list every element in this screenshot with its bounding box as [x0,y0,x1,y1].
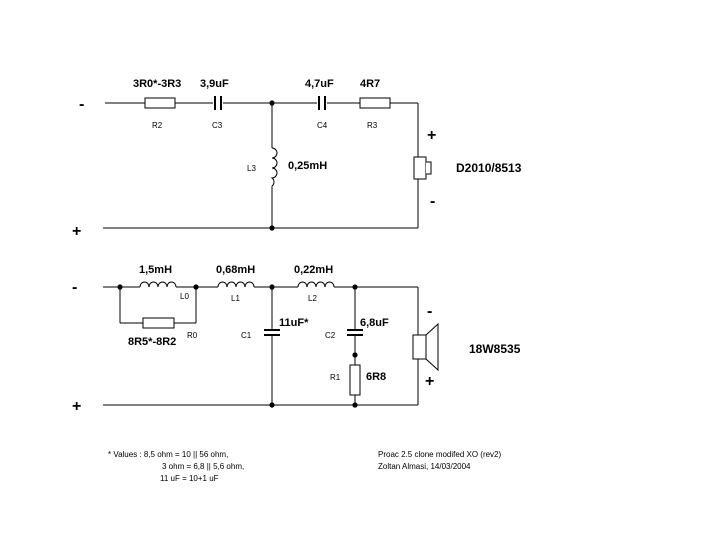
r2-resistor [144,97,176,109]
r1-ref: R1 [330,373,341,382]
tweeter-driver-plus: + [427,127,436,144]
r2-ref: R2 [152,121,163,130]
woofer-driver-label: 18W8535 [469,342,521,356]
c4-value: 4,7uF [305,78,334,90]
r3-ref: R3 [367,121,378,130]
junction-dot [352,402,358,408]
l0-inductor [139,279,177,288]
r0-ref: R0 [187,331,198,340]
c3-value: 3,9uF [200,78,229,90]
l3-ref: L3 [247,164,256,173]
title-note-line2: Zoltan Almasi, 14/03/2004 [378,462,471,471]
woofer-input-plus: + [72,398,81,415]
woofer-driver-minus: - [427,303,432,320]
junction-dot [269,225,275,231]
values-note-line3: 11 uF = 10+1 uF [160,474,219,483]
l0-value: 1,5mH [139,264,172,276]
junction-dot [269,402,275,408]
r2-value: 3R0*-3R3 [133,78,181,90]
l3-value: 0,25mH [288,160,327,172]
junction-dot [352,352,358,358]
l1-value: 0,68mH [216,264,255,276]
junction-dot [193,284,199,290]
l2-inductor [297,279,335,288]
l0-ref: L0 [180,292,189,301]
c1-value: 11uF* [279,317,309,329]
l1-ref: L1 [231,294,240,303]
title-note-line1: Proac 2.5 clone modifed XO (rev2) [378,450,502,459]
c4-ref: C4 [317,121,328,130]
junction-dot [269,100,275,106]
r0-resistor [142,317,175,329]
values-note-line2: 3 ohm = 6,8 || 5,6 ohm, [162,462,244,471]
c4-capacitor [317,96,327,110]
c2-ref: C2 [325,331,336,340]
c1-capacitor [264,329,280,336]
woofer-driver-plus: + [425,373,434,390]
c3-capacitor [213,96,223,110]
c2-value: 6,8uF [360,317,389,329]
tweeter-input-minus: - [79,96,84,113]
junction-dot [269,284,275,290]
woofer-driver-symbol [412,322,439,372]
junction-dot [117,284,123,290]
l3-inductor [270,147,278,187]
r0-value: 8R5*-8R2 [128,336,176,348]
values-note-line1: * Values : 8,5 ohm = 10 || 56 ohm, [108,450,228,459]
tweeter-input-plus: + [72,223,81,240]
c3-ref: C3 [212,121,223,130]
l1-inductor [217,279,255,288]
c2-capacitor [347,329,363,336]
woofer-circuit: 1,5mH L0 0,68mH L1 0,22mH L2 R0 8R5*-8R2… [72,264,521,415]
tweeter-driver-symbol [413,156,432,180]
r1-value: 6R8 [366,371,386,383]
notes: * Values : 8,5 ohm = 10 || 56 ohm, 3 ohm… [108,450,502,483]
junction-dot [352,284,358,290]
woofer-input-minus: - [72,279,77,296]
tweeter-driver-label: D2010/8513 [456,161,522,175]
l2-ref: L2 [308,294,317,303]
tweeter-circuit: 3R0*-3R3 R2 3,9uF C3 4,7uF C4 4R7 R3 L3 … [72,78,522,240]
c1-ref: C1 [241,331,252,340]
tweeter-driver-minus: - [430,193,435,210]
l2-value: 0,22mH [294,264,333,276]
r3-value: 4R7 [360,78,380,90]
r1-resistor [349,364,361,396]
r3-resistor [359,97,391,109]
